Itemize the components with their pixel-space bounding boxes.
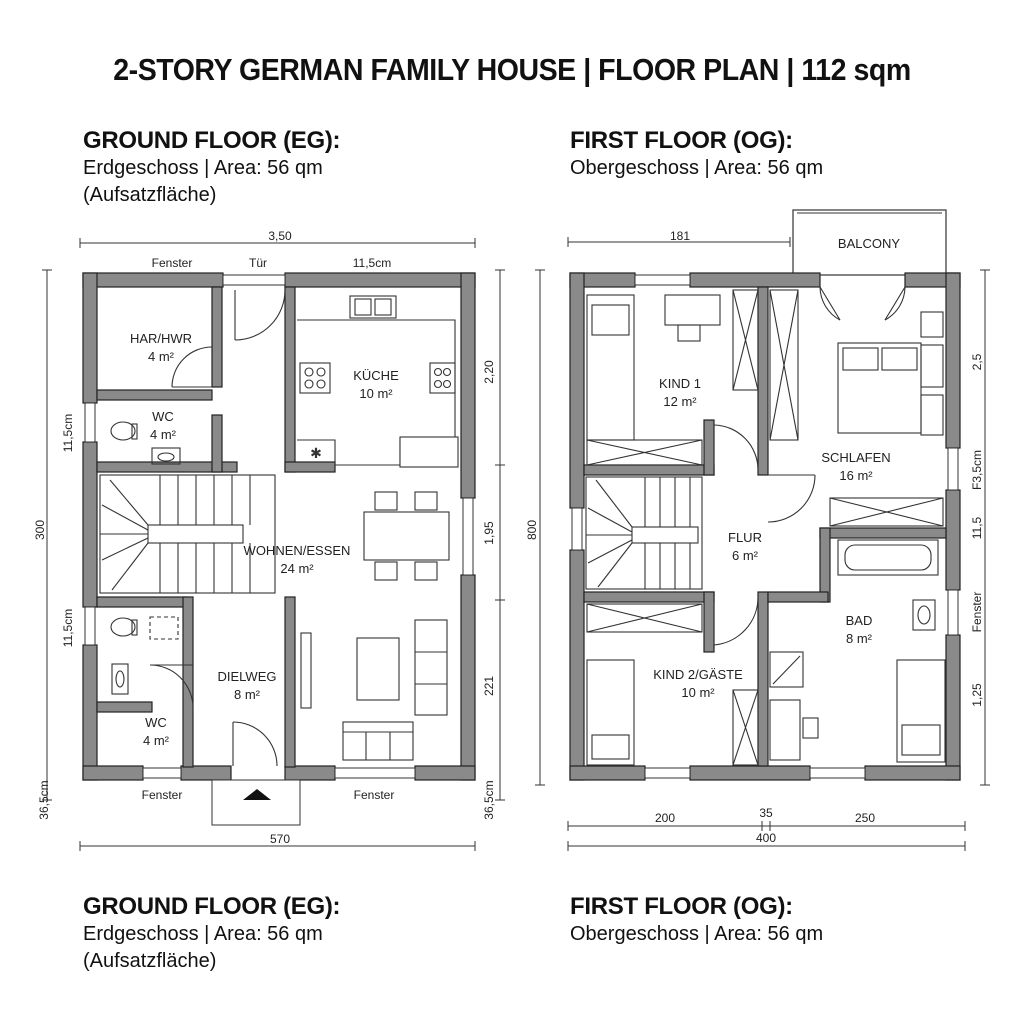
first-dim-top: 181	[670, 229, 690, 243]
first-floor-area: Obergeschoss | Area: 56 qm	[570, 157, 824, 179]
balcony	[792, 209, 947, 276]
first-dimension-lines	[535, 237, 990, 851]
ground-dim-bottom: 570	[270, 832, 290, 846]
svg-text:✱: ✱	[310, 445, 322, 461]
room-har-area: 4 m²	[148, 349, 175, 364]
ground-floor-heading: GROUND FLOOR (EG):	[83, 127, 341, 154]
first-dim-right-a: 2,5	[970, 353, 984, 370]
room-bad-area: 8 m²	[846, 631, 873, 646]
ground-floor-area: Erdgeschoss | Area: 56 qm	[83, 157, 323, 179]
ground-stairs	[99, 474, 276, 594]
room-flur-name: FLUR	[728, 530, 762, 545]
ground-bath-fixtures	[110, 421, 181, 695]
room-kind2-name: KIND 2/GÄSTE	[653, 667, 743, 682]
first-floor-plan: 181 800 2,5 F3,5cm 11,5 Fenster 1,25 200…	[525, 209, 990, 851]
room-wohnen-name: WOHNEN/ESSEN	[244, 543, 351, 558]
first-dim-bottom-total: 400	[756, 831, 776, 845]
first-dim-right-b: F3,5cm	[970, 450, 984, 490]
first-dim-right-c: 11,5	[970, 516, 984, 539]
first-furniture	[586, 289, 946, 766]
room-kind2-area: 10 m²	[681, 685, 715, 700]
label-fenster-bottom-left: Fenster	[142, 788, 183, 802]
ground-dim-top: 3,50	[268, 229, 292, 243]
room-kueche-area: 10 m²	[359, 386, 393, 401]
room-wc2-name: WC	[145, 715, 167, 730]
first-dim-left-total: 800	[525, 520, 539, 540]
room-bad-name: BAD	[846, 613, 873, 628]
ground-dim-left-b: 11,5cm	[61, 609, 75, 647]
room-flur-area: 6 m²	[732, 548, 759, 563]
label-fenster-bottom-right: Fenster	[354, 788, 395, 802]
ground-walls	[82, 272, 476, 781]
room-kind1-name: KIND 1	[659, 376, 701, 391]
entrance-step	[211, 779, 301, 826]
ground-floor-header-bottom: GROUND FLOOR (EG): Erdgeschoss | Area: 5…	[83, 893, 341, 975]
ground-dim-right-a: 2,20	[482, 360, 496, 384]
kitchen-fixtures: ✱	[297, 295, 459, 468]
room-kueche-name: KÜCHE	[353, 368, 399, 383]
room-schlafen-name: SCHLAFEN	[821, 450, 890, 465]
ground-floor-note: (Aufsatzfläche)	[83, 184, 217, 206]
room-diele-area: 8 m²	[234, 687, 261, 702]
first-dim-right-d: Fenster	[970, 592, 984, 633]
room-schlafen-area: 16 m²	[839, 468, 873, 483]
first-floor-header-bottom: FIRST FLOOR (OG): Obergeschoss | Area: 5…	[570, 893, 823, 948]
room-diele-name: DIELWEG	[218, 669, 277, 684]
ground-dim-left-c: 36,5cm	[37, 780, 51, 819]
room-kind1-area: 12 m²	[663, 394, 697, 409]
label-tuer: Tür	[249, 256, 267, 270]
ground-dim-right-b: 1,95	[482, 521, 496, 545]
first-stairs	[585, 476, 703, 590]
ground-floor-note-bottom: (Aufsatzfläche)	[83, 950, 217, 972]
ground-dimension-lines	[42, 238, 505, 851]
first-dim-bottom-c: 250	[855, 811, 875, 825]
ground-dim-right-c: 221	[482, 676, 496, 696]
entrance-arrow-icon	[243, 789, 271, 800]
room-wc2-area: 4 m²	[143, 733, 170, 748]
room-balcony: BALCONY	[838, 236, 900, 251]
first-floor-heading-bottom: FIRST FLOOR (OG):	[570, 893, 793, 920]
first-doors	[713, 286, 906, 646]
label-fenster-top: Fenster	[152, 256, 193, 270]
ground-dim-left-a: 11,5cm	[61, 414, 75, 452]
room-wc1-name: WC	[152, 409, 174, 424]
room-wohnen-area: 24 m²	[280, 561, 314, 576]
ground-floor-area-bottom: Erdgeschoss | Area: 56 qm	[83, 923, 323, 945]
first-floor-heading: FIRST FLOOR (OG):	[570, 127, 793, 154]
living-furniture	[300, 491, 450, 761]
first-floor-header-top: FIRST FLOOR (OG): Obergeschoss | Area: 5…	[570, 127, 823, 182]
ground-floor-heading-bottom: GROUND FLOOR (EG):	[83, 893, 341, 920]
ground-doors	[149, 289, 286, 767]
label-top-right: 11,5cm	[353, 256, 391, 270]
ground-dim-right-d: 36,5cm	[482, 780, 496, 819]
room-har-name: HAR/HWR	[130, 331, 192, 346]
page-title: 2-STORY GERMAN FAMILY HOUSE | FLOOR PLAN…	[113, 52, 911, 87]
first-dim-bottom-a: 200	[655, 811, 675, 825]
first-walls	[569, 272, 961, 781]
ground-floor-header-top: GROUND FLOOR (EG): Erdgeschoss | Area: 5…	[83, 127, 341, 209]
first-dim-bottom-b: 35	[759, 806, 773, 820]
first-dim-right-e: 1,25	[970, 683, 984, 707]
ground-dim-left-total: 300	[33, 520, 47, 540]
room-wc1-area: 4 m²	[150, 427, 177, 442]
first-floor-area-bottom: Obergeschoss | Area: 56 qm	[570, 923, 824, 945]
ground-floor-plan: 3,50 570 300 11,5cm 11,5cm 36,5cm 2,20 1…	[33, 229, 505, 851]
